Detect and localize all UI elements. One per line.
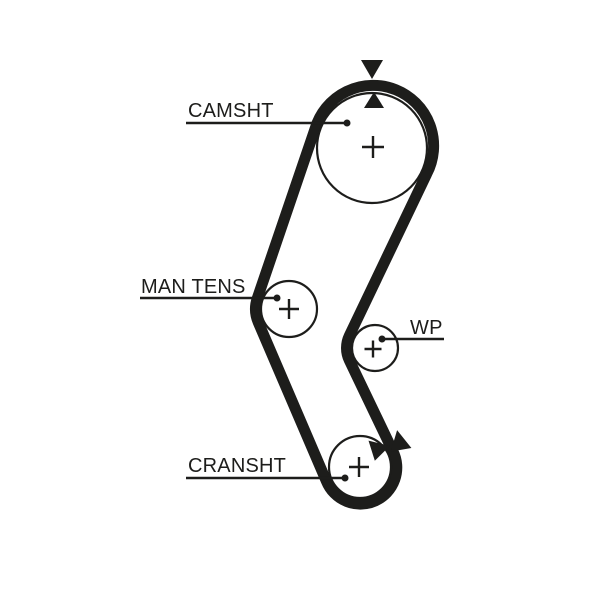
timing-belt-path: [250, 79, 440, 510]
crankshaft-timing-mark-down-icon: [368, 440, 390, 461]
crankshaft-leader: [186, 474, 349, 482]
crankshaft-leader-dot: [341, 474, 349, 482]
crankshaft-center-crosshair: [349, 457, 369, 477]
manual-tensioner-label: MAN TENS: [141, 276, 246, 298]
water-pump-leader: [378, 335, 444, 343]
water-pump-leader-dot: [378, 335, 386, 343]
manual-tensioner-center-crosshair: [279, 299, 299, 319]
camshaft-timing-mark-up-icon: [364, 92, 384, 108]
camshaft-leader: [186, 119, 351, 127]
water-pump-center-crosshair: [364, 340, 382, 358]
camshaft-leader-dot: [343, 119, 351, 127]
water-pump-label: WP: [410, 317, 443, 339]
camshaft-timing-mark-down-icon: [361, 60, 383, 79]
manual-tensioner-leader: [140, 294, 281, 302]
crankshaft-pulley-circle: [327, 434, 393, 500]
crankshaft-label: CRANSHT: [188, 455, 286, 477]
camshaft-label: CAMSHT: [188, 100, 274, 122]
manual-tensioner-pulley-circle: [259, 279, 319, 339]
camshaft-pulley-circle: [315, 91, 429, 205]
manual-tensioner-leader-dot: [273, 294, 281, 302]
water-pump-pulley-circle: [350, 323, 400, 373]
crankshaft-timing-mark-up-icon: [390, 430, 412, 452]
camshaft-center-crosshair: [362, 136, 384, 158]
